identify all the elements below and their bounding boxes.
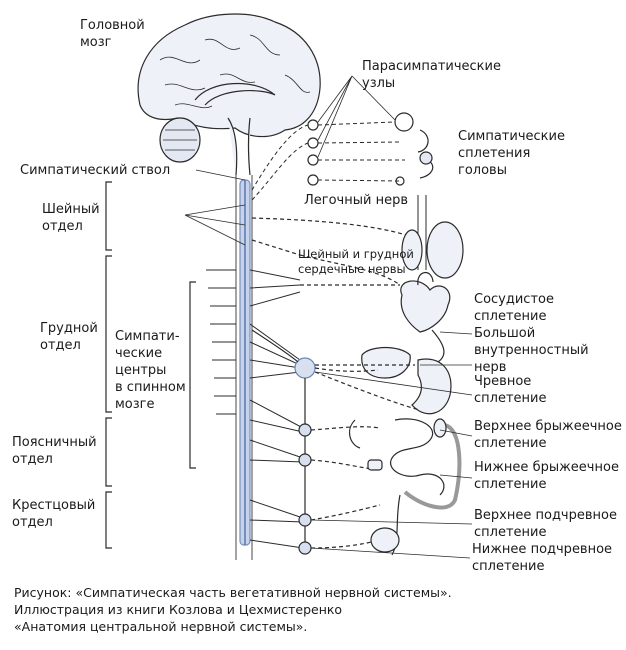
- greater-splanchnic-line: [251, 329, 299, 363]
- inferior-mesenteric-ganglion: [298, 453, 312, 467]
- parasympathetic-ganglia: [307, 119, 319, 186]
- label-pointers: [310, 331, 473, 559]
- label-thoracic: Грудной отдел: [40, 321, 98, 353]
- label-inferior-hypogastric: Нижнее подчревное сплетение: [472, 542, 613, 574]
- spinal-nerves: [206, 269, 236, 415]
- label-superior-mesenteric: Верхнее брыжеечное сплетение: [474, 419, 622, 451]
- colon: [403, 423, 462, 510]
- heart: [400, 280, 451, 333]
- label-inferior-mesenteric: Нижнее брыжеечное сплетение: [474, 460, 619, 492]
- kidney: [367, 459, 383, 471]
- brain-gyri: [159, 34, 311, 109]
- celiac-nerves: [314, 364, 421, 411]
- bracket-sacral: [105, 491, 112, 549]
- liver: [361, 346, 411, 379]
- lung-left: [401, 229, 423, 271]
- corpus-callosum: [194, 83, 276, 106]
- bracket-thoracic: [105, 255, 112, 413]
- cardiac-nerves-lines: [251, 239, 401, 286]
- spinal-cord: [235, 175, 253, 560]
- stomach: [411, 358, 452, 415]
- appendix: [348, 419, 361, 449]
- cervical-rami: [184, 204, 246, 246]
- caption-line-3: «Анатомия центральной нервной системы».: [14, 619, 308, 634]
- label-cardiac-nerves: Шейный и грудной сердечные нервы: [298, 247, 414, 276]
- cerebellum-folia: [163, 129, 197, 151]
- brainstem: [227, 117, 251, 176]
- figure-caption: Рисунок: «Симпатическая часть вегетативн…: [14, 584, 452, 635]
- heart-vessels: [417, 272, 434, 286]
- inferior-hypogastric-ganglion: [298, 541, 312, 555]
- head-nerve-lines: [251, 121, 405, 201]
- label-brain: Головной мозг: [80, 18, 145, 50]
- label-superior-hypogastric: Верхнее подчревное сплетение: [474, 508, 617, 540]
- ganglia-pointer-lines: [317, 75, 396, 158]
- small-intestine: [389, 418, 445, 496]
- rectum: [391, 494, 401, 556]
- communicating-rami: [249, 269, 304, 549]
- duodenum: [433, 418, 447, 438]
- label-lumbar: Поясничный отдел: [12, 435, 97, 467]
- brain-outline: [137, 13, 321, 138]
- salivary-gland: [419, 151, 433, 165]
- label-celiac-plexus: Чревное сплетение: [474, 374, 547, 406]
- label-vascular-plexus: Сосудистое сплетение: [474, 292, 554, 324]
- bracket-cervical: [105, 181, 112, 251]
- label-cervical: Шейный отдел: [42, 202, 100, 234]
- vascular-plexus-vessel: [431, 329, 445, 363]
- label-sympathetic-centers: Симпати- ческие центры в спинном мозге: [115, 329, 186, 412]
- eye: [394, 112, 414, 132]
- label-head-plexuses: Симпатические сплетения головы: [458, 129, 565, 178]
- label-sympathetic-trunk: Симпатический ствол: [20, 163, 171, 178]
- bracket-lumbar: [105, 417, 112, 487]
- mesenteric-nerves: [310, 426, 381, 549]
- bracket-centers: [189, 281, 196, 469]
- label-greater-splanchnic: Большой внутренностный нерв: [474, 326, 589, 375]
- label-sacral: Крестцовый отдел: [12, 498, 96, 530]
- superior-hypogastric-ganglion: [298, 513, 312, 527]
- caption-line-1: Рисунок: «Симпатическая часть вегетативн…: [14, 585, 452, 600]
- superior-mesenteric-ganglion: [298, 423, 312, 437]
- pulmonary-nerve-line: [251, 217, 416, 239]
- label-pulmonary-nerve: Легочный нерв: [304, 193, 408, 208]
- label-parasympathetic-ganglia: Парасимпатические узлы: [362, 59, 501, 91]
- bladder: [370, 527, 400, 553]
- trunk-pointer: [195, 169, 246, 181]
- ganglion-small: [395, 176, 405, 186]
- caption-line-2: Иллюстрация из книги Козлова и Цехмистер…: [14, 602, 343, 617]
- celiac-ganglion: [294, 357, 316, 379]
- lung-right: [426, 221, 464, 279]
